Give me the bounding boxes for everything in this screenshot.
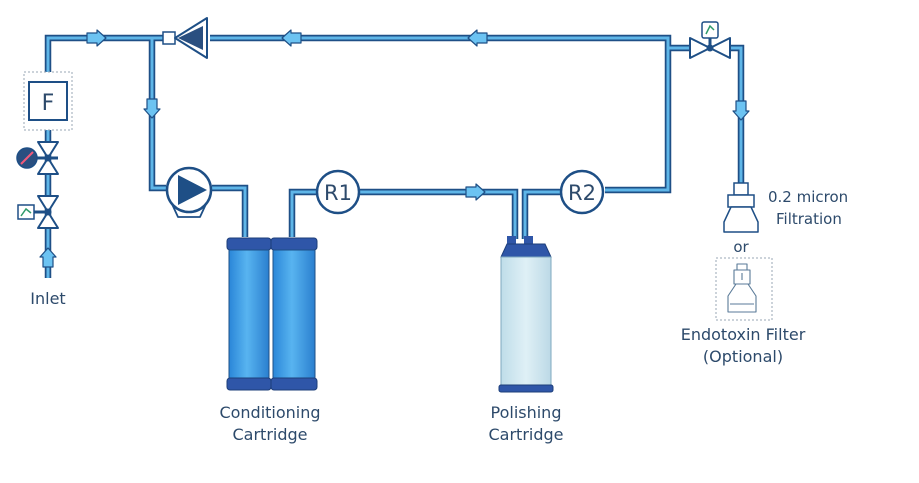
prefilter-box: F: [23, 71, 73, 131]
conditioning-cartridge: [226, 237, 318, 391]
micron-filter-icon: [723, 182, 759, 233]
resistivity-cell-r1: R1: [315, 169, 361, 215]
flow-arrows: [39, 29, 750, 268]
pump-icon: [165, 166, 213, 218]
micron-label-line2: Filtration: [776, 210, 842, 228]
endotoxin-label-line1: Endotoxin Filter: [681, 325, 806, 344]
polishing-label-line2: Cartridge: [488, 425, 563, 444]
polishing-label-line1: Polishing: [491, 403, 562, 422]
pipe-cartridge-to-r1: [288, 188, 316, 237]
pipe-polishing-to-r2: [521, 188, 560, 239]
resistivity-cell-r2: R2: [559, 169, 605, 215]
check-valve-icon: [162, 17, 208, 59]
endotoxin-filter-icon: [715, 257, 773, 321]
or-label: or: [733, 238, 749, 256]
flow-arrow-left-top-mid: [281, 29, 302, 47]
pipe-top-return: [210, 34, 672, 194]
pipe-r1-to-polishing: [360, 188, 519, 239]
pipe-filter-to-top: [44, 34, 165, 72]
flow-arrow-up-inlet: [39, 247, 57, 268]
flow-arrow-down-bypass: [143, 98, 161, 119]
polishing-cartridge: [498, 236, 554, 393]
r2-label: R2: [568, 181, 596, 205]
prefilter-label: F: [42, 91, 55, 116]
conditioning-label-line2: Cartridge: [232, 425, 307, 444]
inlet-valve-lower-icon: [37, 195, 59, 229]
conditioning-cartridge-right: [270, 237, 318, 391]
pipe-pump-to-cartridge: [212, 184, 249, 237]
solenoid-valve-icon: [17, 204, 48, 220]
flow-arrow-right-top-left: [86, 29, 107, 47]
conditioning-cartridge-left: [226, 237, 272, 391]
conditioning-label-line1: Conditioning: [219, 403, 320, 422]
r1-label: R1: [324, 181, 352, 205]
dispense-valve-icon: [689, 21, 731, 59]
inlet-label: Inlet: [30, 289, 65, 308]
flow-arrow-left-top-right: [467, 29, 488, 47]
micron-label-line1: 0.2 micron: [768, 188, 848, 206]
pipe-network: [44, 34, 745, 278]
pressure-gauge-icon: [16, 147, 48, 169]
inlet-valve-upper-icon: [37, 141, 59, 175]
flow-arrow-right-to-polishing: [465, 183, 486, 201]
endotoxin-label-line2: (Optional): [703, 347, 783, 366]
flow-arrow-down-outlet: [732, 100, 750, 121]
